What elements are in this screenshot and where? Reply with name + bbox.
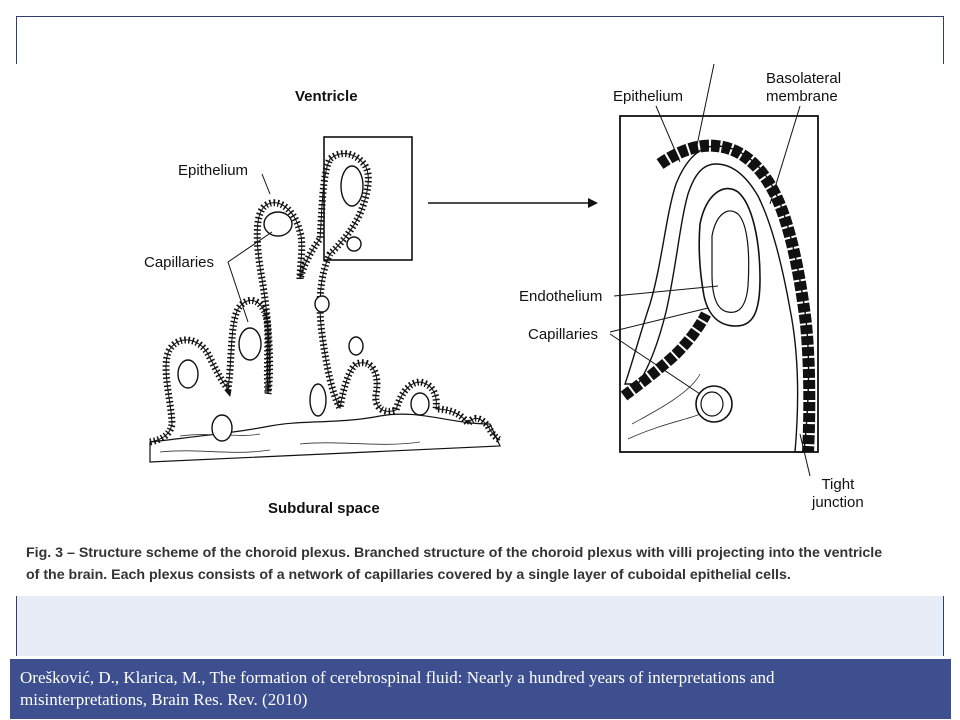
basolateral-label: Basolateral membrane — [766, 70, 841, 106]
tight-junction-line2: junction — [812, 494, 864, 511]
epithelium-label-right: Epithelium — [613, 88, 684, 105]
capillaries-label-left: Capillaries — [144, 254, 215, 271]
right-arrow-icon — [428, 198, 598, 208]
ventricle-label: Ventricle — [295, 88, 358, 105]
citation-box: Orešković, D., Klarica, M., The formatio… — [10, 659, 951, 719]
right-leader-lines — [609, 64, 811, 477]
basolateral-label-line2: membrane — [766, 88, 838, 105]
tight-junction-line1: Tight — [821, 476, 855, 493]
capillaries-label-right: Capillaries — [528, 326, 599, 343]
figure-caption: Fig. 3 – Structure scheme of the choroid… — [26, 542, 960, 586]
epithelium-label-left: Epithelium — [178, 162, 249, 179]
figure-caption-line2: of the brain. Each plexus consists of a … — [26, 567, 791, 583]
choroid-plexus-figure: Ventricle Epithelium Capillaries Subdura… — [0, 64, 960, 596]
slide-footer-band — [17, 594, 943, 656]
endothelium-label: Endothelium — [519, 288, 603, 305]
zoom-box — [323, 136, 413, 261]
tight-junction-label: Tight junction — [812, 476, 864, 512]
left-leader-lines — [227, 173, 273, 323]
figure-caption-line1: Fig. 3 – Structure scheme of the choroid… — [26, 545, 883, 561]
basolateral-label-line1: Basolateral — [766, 70, 842, 87]
plexus-base-tissue — [149, 413, 501, 463]
citation-line1: Orešković, D., Klarica, M., The formatio… — [20, 668, 775, 687]
citation-line2: misinterpretations, Brain Res. Rev. (201… — [20, 690, 308, 709]
subdural-space-label: Subdural space — [268, 500, 380, 517]
magnified-villus — [619, 115, 819, 453]
plexus-capillaries — [177, 165, 430, 442]
choroid-plexus-diagram — [149, 64, 819, 477]
